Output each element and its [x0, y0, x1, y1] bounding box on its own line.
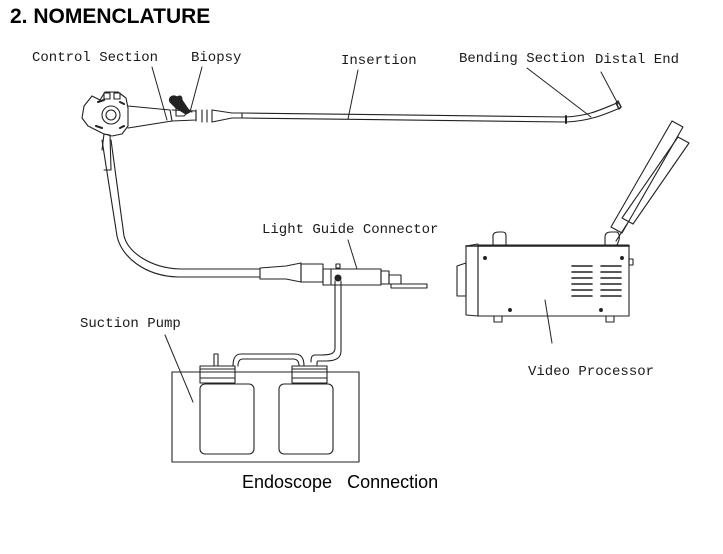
- bottle-2-body: [279, 384, 333, 454]
- bottle-1-port: [214, 354, 218, 366]
- control-knob: [82, 92, 128, 136]
- section-heading: 2. NOMENCLATURE: [10, 5, 211, 28]
- video-processor: [457, 121, 689, 322]
- bottle-link-hose-outer: [233, 354, 304, 366]
- leader-light-guide-connector: [348, 240, 357, 269]
- suction-bottle-1: [200, 354, 254, 454]
- connector-plug: [389, 275, 401, 284]
- pump-housing: [172, 372, 359, 462]
- processor-foot-2: [606, 316, 614, 322]
- strain-relief: [212, 110, 242, 122]
- figure-caption: Endoscope Connection: [242, 472, 439, 492]
- handle-body: [128, 106, 172, 128]
- control-section: [82, 92, 242, 136]
- cord-outer: [102, 140, 260, 277]
- control-knob-center: [102, 106, 120, 124]
- bottle-link-hose-inner: [238, 359, 299, 366]
- suction-tube: [311, 281, 341, 365]
- processor-foot-1: [494, 316, 502, 322]
- connector-tip: [381, 271, 389, 284]
- biopsy-channel: [180, 104, 192, 112]
- leader-insertion: [348, 70, 358, 119]
- suction-nipple: [335, 275, 341, 281]
- universal-cord: [102, 134, 260, 277]
- knob-detail: [96, 100, 124, 128]
- label-biopsy: Biopsy: [191, 50, 242, 66]
- bottle-2-cap: [292, 366, 327, 383]
- light-guide-rod: [391, 284, 427, 288]
- label-bending-section: Bending Section: [459, 51, 586, 67]
- leader-distal-end: [601, 72, 618, 104]
- biopsy-valve: [176, 108, 186, 116]
- label-control-section: Control Section: [32, 50, 159, 66]
- suction-pump: [172, 354, 359, 462]
- leader-bending-section: [527, 68, 591, 117]
- connector-pin: [336, 264, 340, 268]
- leader-suction-pump: [165, 335, 193, 402]
- biopsy-port: [169, 96, 192, 116]
- bottle-1-body: [200, 384, 254, 454]
- label-insertion: Insertion: [341, 53, 417, 69]
- valve-button-2: [114, 93, 120, 99]
- leader-video-processor: [545, 300, 552, 343]
- bending-section: [566, 103, 617, 117]
- distal-end: [616, 101, 621, 109]
- processor-rear-port: [629, 259, 633, 265]
- label-suction-pump: Suction Pump: [80, 316, 181, 332]
- processor-top-handle: [493, 232, 506, 245]
- control-knob-hub: [106, 110, 116, 120]
- leader-control-section: [152, 67, 167, 120]
- processor-body: [478, 245, 629, 316]
- label-distal-end: Distal End: [595, 52, 680, 68]
- leader-lines: [152, 67, 618, 402]
- connector-body: [323, 269, 381, 285]
- valve-button-1: [104, 93, 110, 99]
- suction-bottle-2: [279, 366, 333, 454]
- connector-grip: [301, 264, 323, 282]
- connector-taper: [260, 263, 301, 282]
- processor-monitor-hinge: [605, 232, 619, 245]
- processor-front-panel: [466, 244, 478, 316]
- label-video-processor: Video Processor: [528, 364, 655, 380]
- label-light-guide-connector: Light Guide Connector: [262, 222, 439, 238]
- processor-front-knob: [457, 263, 466, 296]
- cord-inner: [111, 140, 260, 269]
- biopsy-cap: [169, 96, 190, 114]
- processor-vents: [572, 266, 621, 296]
- leader-biopsy: [190, 67, 202, 112]
- insertion-tube: [242, 101, 621, 123]
- light-guide-connector: [260, 263, 427, 288]
- processor-monitor-arm: [611, 121, 689, 241]
